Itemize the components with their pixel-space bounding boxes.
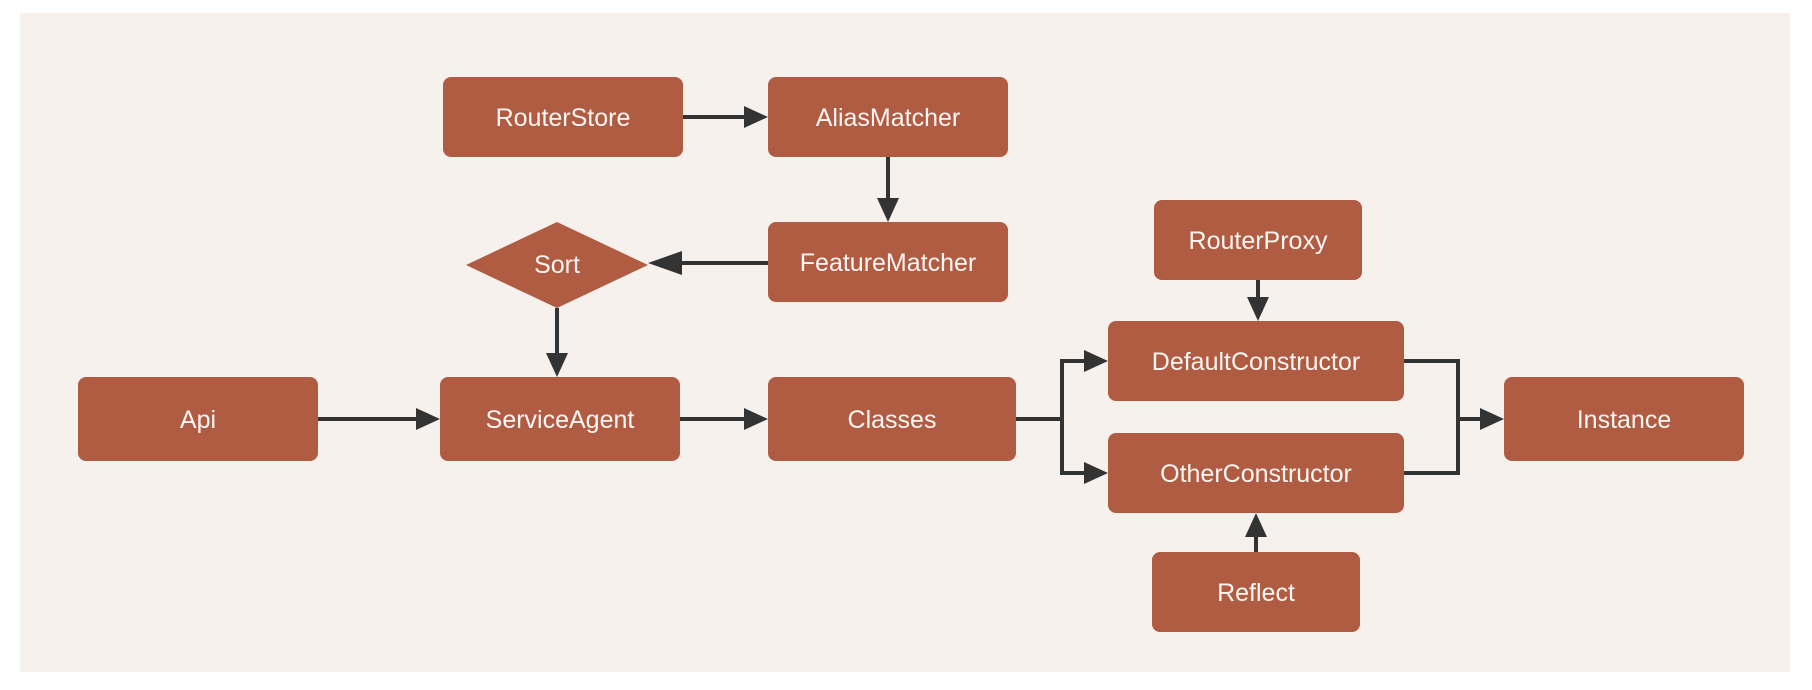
edge-classes-to-otherconstructor [1016,417,1108,484]
node-layer: RouterStore AliasMatcher FeatureMatcher … [78,77,1744,632]
node-routerstore-shape[interactable] [443,77,683,157]
edge-otherconstructor-to-instance [1404,408,1504,475]
arrowhead-icon [877,198,899,222]
node-otherconstructor-shape[interactable] [1108,433,1404,513]
arrowhead-icon [1480,408,1504,430]
flowchart-svg: RouterStore AliasMatcher FeatureMatcher … [78,77,1744,632]
edge-defaultconstructor-to-instance [1404,359,1487,421]
node-routerproxy[interactable]: RouterProxy [1154,200,1362,280]
edge-layer [318,106,1504,552]
node-instance-shape[interactable] [1504,377,1744,461]
node-featurematcher-shape[interactable] [768,222,1008,302]
node-serviceagent[interactable]: ServiceAgent [440,377,680,461]
node-classes-shape[interactable] [768,377,1016,461]
node-otherconstructor[interactable]: OtherConstructor [1108,433,1404,513]
node-featurematcher[interactable]: FeatureMatcher [768,222,1008,302]
node-sort-shape[interactable] [466,222,648,308]
edge-reflect-to-otherconstructor [1245,513,1267,552]
node-serviceagent-shape[interactable] [440,377,680,461]
edge-api-to-serviceagent [318,408,440,430]
node-api-shape[interactable] [78,377,318,461]
arrowhead-icon [1084,462,1108,484]
arrowhead-icon [1084,350,1108,372]
node-aliasmatcher-shape[interactable] [768,77,1008,157]
node-api[interactable]: Api [78,377,318,461]
edge-classes-to-defaultconstructor [1016,350,1108,421]
edge-aliasmatcher-to-featurematcher [877,157,899,222]
node-routerstore[interactable]: RouterStore [443,77,683,157]
node-sort[interactable]: Sort [466,222,648,308]
edge-featurematcher-to-sort [648,251,768,275]
edge-serviceagent-to-classes [680,408,768,430]
arrowhead-icon [1245,513,1267,537]
node-instance[interactable]: Instance [1504,377,1744,461]
node-routerproxy-shape[interactable] [1154,200,1362,280]
edge-line [1404,417,1487,475]
node-reflect-shape[interactable] [1152,552,1360,632]
arrowhead-icon [546,353,568,377]
arrowhead-icon [744,106,768,128]
node-classes[interactable]: Classes [768,377,1016,461]
arrowhead-icon [416,408,440,430]
edge-line [1404,359,1487,421]
edge-sort-to-serviceagent [546,308,568,377]
node-aliasmatcher[interactable]: AliasMatcher [768,77,1008,157]
node-defaultconstructor[interactable]: DefaultConstructor [1108,321,1404,401]
edge-routerproxy-to-defaultconstructor [1247,280,1269,321]
node-reflect[interactable]: Reflect [1152,552,1360,632]
edge-line [1016,417,1091,475]
edge-routerstore-to-aliasmatcher [683,106,768,128]
arrowhead-icon [648,251,682,275]
arrowhead-icon [744,408,768,430]
edge-line [1016,359,1091,421]
arrowhead-icon [1247,297,1269,321]
node-defaultconstructor-shape[interactable] [1108,321,1404,401]
diagram-canvas: RouterStore AliasMatcher FeatureMatcher … [20,13,1790,672]
